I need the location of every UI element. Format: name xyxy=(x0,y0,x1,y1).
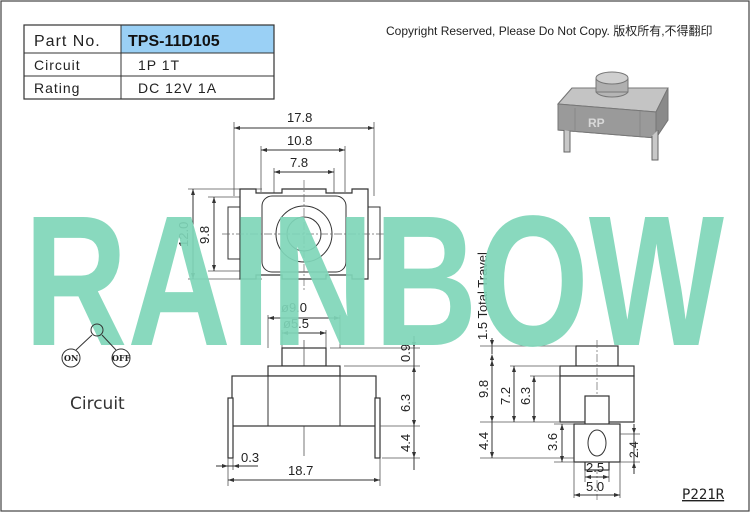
drawing-number: P221R xyxy=(682,487,725,503)
top-inner-height: 9.8 xyxy=(197,226,212,244)
front-button-dia: ø5.5 xyxy=(283,316,309,331)
on-terminal-label: ON xyxy=(64,353,78,363)
spec-table: Part No. TPS-11D105 Circuit 1P 1T Rating… xyxy=(23,24,275,100)
rating-value: DC 12V 1A xyxy=(138,80,217,96)
part-number-value: TPS-11D105 xyxy=(128,33,220,50)
side-terminal-hole-height: 3.6 xyxy=(545,433,560,451)
front-terminal-thickness: 0.3 xyxy=(241,450,259,465)
part-number-highlight xyxy=(121,25,274,53)
rating-label: Rating xyxy=(34,80,80,96)
side-terminal-width: 5.0 xyxy=(586,479,604,494)
side-total-travel: 1.5 Total Travel xyxy=(475,252,490,340)
circuit-caption: Circuit xyxy=(70,394,125,414)
circuit-label: Circuit xyxy=(34,57,81,73)
top-view: 17.8 10.8 7.8 12.0 9.8 xyxy=(176,110,386,290)
product-illustration: RP xyxy=(556,71,669,161)
top-overall-height: 12.0 xyxy=(176,222,191,247)
circuit-value: 1P 1T xyxy=(138,57,180,73)
off-terminal-label: OFF xyxy=(112,353,131,363)
product-marking: RP xyxy=(588,116,605,130)
circuit-symbol: ON OFF Circuit xyxy=(61,323,131,414)
side-terminal-length: 4.4 xyxy=(476,432,491,450)
front-body-height: 6.3 xyxy=(398,394,413,412)
side-overall-height: 9.8 xyxy=(476,380,491,398)
part-number-label: Part No. xyxy=(34,33,101,50)
front-button-height: 0.9 xyxy=(398,344,413,362)
rainbow-watermark: RAINBOW xyxy=(24,178,724,385)
side-terminal-end: 2.4 xyxy=(627,441,641,458)
side-view: 1.5 Total Travel 9.8 4.4 7.2 6.3 3.6 2.4 xyxy=(475,252,641,500)
front-view: ø9.0 ø5.5 0.9 6.3 4.4 0.3 18.7 xyxy=(216,300,420,486)
front-button-outer-dia: ø9.0 xyxy=(281,300,307,315)
side-body-height: 6.3 xyxy=(518,387,533,405)
side-terminal-hole-width: 2.5 xyxy=(586,460,604,475)
front-terminal-length: 4.4 xyxy=(398,434,413,452)
side-height-to-button: 7.2 xyxy=(498,387,513,405)
top-overall-width: 17.8 xyxy=(287,110,312,125)
top-body-width: 10.8 xyxy=(287,133,312,148)
copyright-notice: Copyright Reserved, Please Do Not Copy. … xyxy=(386,23,713,38)
top-inner-width: 7.8 xyxy=(290,155,308,170)
front-overall-width: 18.7 xyxy=(288,463,313,478)
